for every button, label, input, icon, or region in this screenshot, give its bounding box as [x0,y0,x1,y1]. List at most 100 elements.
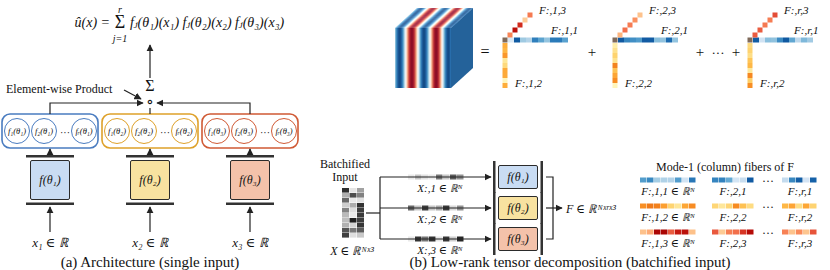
tensor-cube-face [417,28,418,88]
fiber-label-wrap: F:,r,2 [788,208,812,224]
tensor-cube-face [408,28,409,88]
node-label: f(θ₂) [139,174,160,186]
tensor-cube-face [426,28,427,88]
tensor-cube-face [428,28,429,88]
fiber-cell [740,178,747,183]
fiber-cell [675,204,682,209]
tensor-cube-side [451,8,473,88]
fiber-cell [758,28,763,33]
network-rail [126,203,174,206]
tensor-cube-face [395,28,396,88]
ellipsis-wrap: ··· [60,123,70,139]
tensor-cube-face [421,28,422,88]
tensor-cube-face [432,28,433,88]
fiber-cell [636,38,642,43]
fiber-label-wrap: F:,r,3 [788,234,812,250]
node-label: f₂(θ₂) [135,127,153,136]
fiber-label: F:,1,1 ∈ ℝᴺ [641,186,695,197]
fiber-cell [789,38,795,43]
fiber-label: F:,2,3 [720,238,747,249]
formula-part: fⱼ(θ₁)(x₁) fⱼ(θ₂)(x₂) fⱼ(θ₃)(x₃) [130,16,284,30]
matrix-cell [350,223,357,228]
node-label: f₁(θ₁) [8,127,26,136]
fiber-cell [623,28,628,33]
fiber-label-wrap: F:,1,3 ∈ ℝᴺ [641,234,695,250]
fiber-label: F:,2,1 [720,186,747,197]
fiber-cell [647,204,654,209]
fiber-cell [782,178,789,183]
fiber-label-wrap: F:,2,3 [720,234,747,250]
ellipsis-wrap: ··· [762,172,774,188]
tensor-cube-face [398,28,399,88]
input-label: x₂ ∈ ℝ [132,236,167,249]
fiber-cell [759,38,765,43]
fiber-label: F:,2,3 [649,5,676,16]
tensor-cube-face [449,28,450,88]
input-label: x₃ ∈ ℝ [232,236,267,249]
node-label: f₁(θ₃) [208,127,226,136]
fiber-cell [682,178,689,183]
matrix-label: X ∈ ℝᴺˣ³ [330,245,374,257]
fiber-cell [633,18,638,23]
fiber-cell [642,38,648,43]
fiber-label: F:,2,2 [720,212,747,223]
arrow-line [149,207,150,232]
neuron-circle: f₂(θ₁) [31,118,57,144]
fiber-label: F:,2,2 [625,78,652,89]
input-label-wrap: x₃ ∈ ℝ [232,234,267,250]
tensor-cube-face [414,28,415,88]
fiber-cell [618,38,624,43]
arrow-line [249,207,250,232]
node-label: f₂(θ₃) [235,127,253,136]
leader-lines [50,45,562,239]
fiber-cell [675,230,682,235]
fiber-label-wrap: F:,r,2 [760,74,784,90]
fiber-cell [782,204,789,209]
fiber-cell [613,48,618,53]
fiber-cell [640,204,647,209]
arrow-line [149,149,150,153]
fiber-cell [795,38,801,43]
fiber-cell [613,53,618,58]
matrix-cell [350,233,357,238]
fiber-label-wrap: F:,1,1 ∈ ℝᴺ [641,182,695,198]
fiber-cell [748,63,753,68]
fiber-label-wrap: F:,1,2 [515,74,542,90]
plus-sign: + [696,45,704,60]
node-label: f(θ₃) [507,233,528,245]
arrow-line [50,103,143,114]
network-rail [493,161,496,193]
matrix-cell [342,203,349,208]
fiber-cell [666,38,672,43]
matrix-cell [342,223,349,228]
fiber-label-wrap: F:,1,1 [551,21,578,37]
fiber-cell [712,178,719,183]
matrix-cell [357,233,364,238]
fiber-cell [771,38,777,43]
annotation-wrap: Mode-1 (column) fibers of F [656,158,794,174]
tensor-cube-face [445,28,446,88]
fiber-cell [668,204,675,209]
matrix-cell [350,198,357,203]
tensor-cube-face [430,28,431,88]
node-label: f(θ₁) [507,171,528,183]
tensor-cube-face [424,28,425,88]
equals-sign-wrap: = [480,44,489,60]
fiber-label-wrap: F:,r,3 [784,1,808,17]
tensor-cube-face [450,28,451,88]
fiber-cell [628,23,633,28]
fiber-cell [532,38,538,43]
neuron-circle: f₁(θ₁) [4,118,30,144]
neuron-circle: fᵣ(θ₃) [271,118,297,144]
fiber-cell [544,38,550,43]
fiber-cell [654,178,661,183]
matrix-cell [357,203,364,208]
fiber-label: F:,r,1 [788,186,812,197]
fiber-cell [503,68,508,73]
fiber-cell [740,230,747,235]
subcaption-wrap: (a) Architecture (single input) [61,254,240,270]
tensor-cube-face [442,28,443,88]
matrix-label-wrap: X ∈ ℝᴺˣ³ [330,242,374,258]
matrix-cell [350,208,357,213]
fiber-cell [726,230,733,235]
